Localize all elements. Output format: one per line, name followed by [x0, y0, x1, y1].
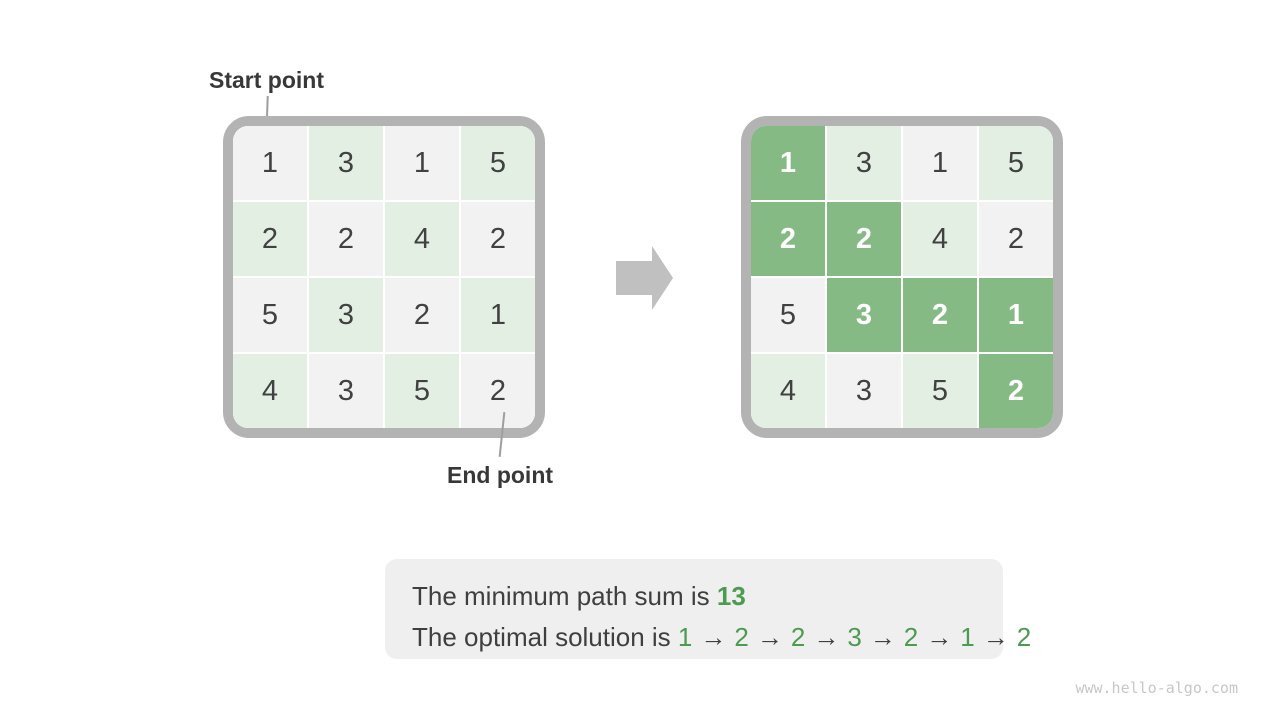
sequence-number: 2 — [734, 622, 749, 652]
grid-cell: 1 — [233, 126, 307, 200]
sequence-arrow: → — [700, 622, 727, 652]
grid-cell: 4 — [751, 354, 825, 428]
grid-cell: 5 — [461, 126, 535, 200]
grid-cell: 2 — [233, 202, 307, 276]
grid-cell: 3 — [309, 126, 383, 200]
result-box: The minimum path sum is 13 The optimal s… — [385, 559, 1031, 659]
grid-cell: 5 — [751, 278, 825, 352]
grid-cell: 5 — [385, 354, 459, 428]
grid-cell: 2 — [827, 202, 901, 276]
sequence-number: 1 — [677, 622, 693, 652]
grid-cell: 2 — [979, 202, 1053, 276]
grid-cell: 2 — [751, 202, 825, 276]
grid-cell: 3 — [309, 278, 383, 352]
grid-cell: 5 — [233, 278, 307, 352]
grid-cell: 1 — [979, 278, 1053, 352]
grid-cell: 2 — [385, 278, 459, 352]
sequence-number: 2 — [1016, 622, 1032, 652]
sequence-number: 1 — [960, 622, 975, 652]
grid-cell: 2 — [979, 354, 1053, 428]
min-sum-line: The minimum path sum is 13 — [412, 576, 1003, 617]
sequence-arrow: → — [869, 622, 896, 652]
watermark-text: www.hello-algo.com — [1075, 679, 1238, 697]
right-arrow-icon — [616, 246, 673, 315]
optimal-solution-line: The optimal solution is 1→2→2→3→2→1→2 — [412, 617, 1031, 658]
grid-cell: 2 — [309, 202, 383, 276]
start-point-label: Start point — [209, 67, 324, 93]
solution-prefix: The optimal solution is — [412, 622, 678, 652]
grid-cell: 1 — [751, 126, 825, 200]
sequence-number: 2 — [790, 622, 806, 652]
grid-cell: 5 — [903, 354, 977, 428]
grid-cell: 5 — [979, 126, 1053, 200]
min-sum-prefix: The minimum path sum is — [412, 581, 717, 611]
sequence-arrow: → — [982, 622, 1009, 652]
sequence-number: 3 — [847, 622, 862, 652]
sequence-number: 2 — [903, 622, 919, 652]
grid-cell: 4 — [385, 202, 459, 276]
min-sum-value: 13 — [716, 581, 746, 611]
solution-sequence: 1→2→2→3→2→1→2 — [678, 622, 1031, 652]
grid-cell: 2 — [461, 354, 535, 428]
grid-cell: 1 — [385, 126, 459, 200]
grid-cell: 3 — [309, 354, 383, 428]
sequence-arrow: → — [813, 622, 840, 652]
grid-cell: 3 — [827, 354, 901, 428]
grid-cell: 3 — [827, 126, 901, 200]
grid-cell: 2 — [903, 278, 977, 352]
grid-cell: 4 — [903, 202, 977, 276]
end-point-label: End point — [447, 462, 554, 488]
sequence-arrow: → — [756, 622, 783, 652]
sequence-arrow: → — [926, 622, 953, 652]
grid-cell: 1 — [461, 278, 535, 352]
grid-cell: 3 — [827, 278, 901, 352]
grid-cell: 4 — [233, 354, 307, 428]
grid-cell: 2 — [461, 202, 535, 276]
grid-cell: 1 — [903, 126, 977, 200]
